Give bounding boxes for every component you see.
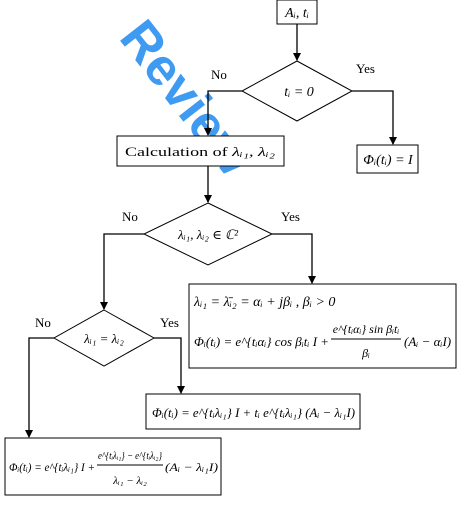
result-complex-box — [188, 283, 457, 369]
decision-equal-label: λᵢ₁ = λᵢ₂ — [83, 331, 124, 346]
result-equal-box — [145, 393, 361, 430]
calculation-prefix: Calculation of — [125, 144, 229, 159]
edge-label-no-1: No — [211, 67, 227, 82]
calculation-symbols: λᵢ₁, λᵢ₂ — [231, 144, 276, 159]
edges — [25, 24, 397, 438]
edge-label-no-2: No — [122, 209, 138, 224]
edge-complex-no — [100, 233, 144, 310]
start-label: Aᵢ, tᵢ — [284, 6, 309, 21]
decision-t-zero-label: tᵢ = 0 — [284, 85, 314, 100]
edge-complex-yes — [272, 233, 316, 284]
decision-t-zero — [240, 60, 354, 122]
result-identity-box — [356, 144, 419, 174]
calculation-box — [116, 135, 285, 167]
edge-label-yes-3: Yes — [160, 315, 179, 330]
result-complex-frac-den: βᵢ — [361, 346, 370, 360]
edge-label-yes-2: Yes — [281, 209, 300, 224]
edge-label-no-3: No — [35, 315, 51, 330]
decision-equal — [52, 309, 156, 367]
edge-t-zero-yes — [352, 90, 397, 145]
calculation-label: Calculation of λᵢ₁, λᵢ₂ — [125, 144, 276, 159]
result-distinct-frac-num: e^{tᵢλᵢ₁} − e^{tᵢλᵢ₂} — [98, 450, 162, 462]
result-distinct-right: (Aᵢ − λᵢ₁I) — [165, 460, 218, 474]
decision-complex-label: λᵢ₁, λᵢ₂ ∈ ℂ² — [177, 227, 239, 242]
edge-equal-yes — [154, 337, 185, 394]
start-box — [276, 0, 318, 25]
decision-complex — [142, 202, 274, 266]
edge-t-zero-no — [204, 90, 242, 136]
result-equal-label: Φᵢ(tᵢ) = e^{tᵢλᵢ₁} I + tᵢ e^{tᵢλᵢ₁} (Aᵢ … — [152, 405, 355, 420]
edge-label-yes-1: Yes — [356, 61, 375, 76]
result-distinct-left: Φᵢ(tᵢ) = e^{tᵢλᵢ₁} I + — [9, 460, 95, 474]
result-complex-line2-left: Φᵢ(tᵢ) = e^{tᵢαᵢ} cos βᵢtᵢ I + — [194, 334, 329, 349]
result-complex-line1: λᵢ₁ = λ̄ᵢ₂ = αᵢ + jβᵢ , βᵢ > 0 — [193, 295, 335, 310]
edge-equal-no — [25, 337, 54, 438]
result-complex-line2-right: (Aᵢ − αᵢI) — [404, 334, 451, 349]
result-identity-label: Φᵢ(tᵢ) = I — [363, 153, 414, 168]
result-complex-line2: Φᵢ(tᵢ) = e^{tᵢαᵢ} cos βᵢtᵢ I + e^{tᵢαᵢ} … — [194, 322, 451, 360]
result-distinct-frac-den: λᵢ₁ − λᵢ₂ — [112, 475, 147, 487]
result-distinct-box — [4, 437, 222, 496]
result-complex-frac-num: e^{tᵢαᵢ} sin βᵢtᵢ — [333, 322, 400, 336]
